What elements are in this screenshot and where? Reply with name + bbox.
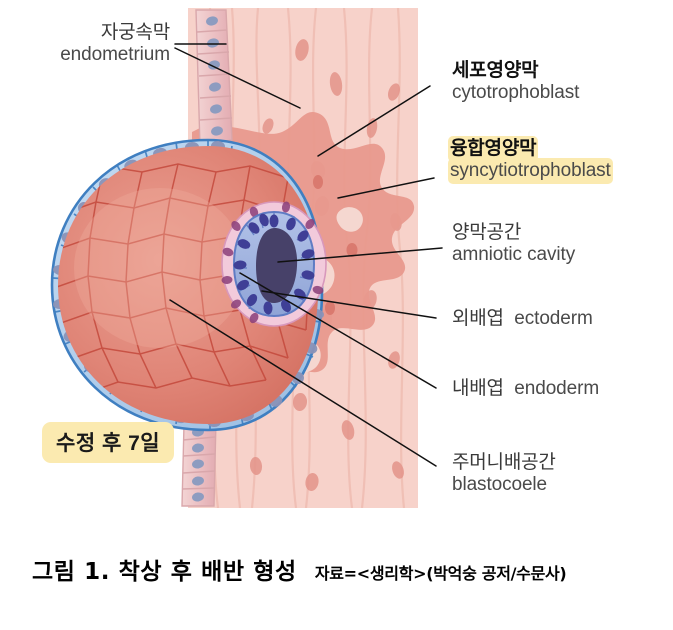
label-endometrium: 자궁속막 endometrium [58,22,170,66]
label-endometrium-ko: 자궁속막 [100,22,170,43]
leader-lines [169,43,443,467]
label-syncytiotrophoblast-ko: 융합영양막 [450,138,537,161]
label-endoderm: 내배엽 endoderm [452,378,599,400]
syncytiotrophoblast-mass [192,111,415,399]
label-cytotrophoblast-ko: 세포영양막 [452,60,539,81]
blastocoele [58,146,318,424]
label-endoderm-en: endoderm [514,378,600,399]
label-blastocoele: 주머니배공간 blastocoele [452,452,556,496]
label-cytotrophoblast: 세포영양막 cytotrophoblast [452,60,579,104]
day-badge: 수정 후 7일 [42,422,175,463]
label-blastocoele-en: blastocoele [452,474,548,496]
caption-title: 그림 1. 착상 후 배반 형성 [32,559,297,585]
caption-source: 자료=<생리학>(박억숭 공저/수문사) [314,564,567,583]
label-ectoderm: 외배엽 ectoderm [452,308,593,330]
label-endometrium-en: endometrium [60,44,170,66]
label-amniotic-cavity-en: amniotic cavity [452,244,576,266]
label-cytotrophoblast-en: cytotrophoblast [452,82,580,104]
endometrium-stroma [188,8,418,508]
embryonic-disc [221,201,327,327]
label-amniotic-cavity: 양막공간 amniotic cavity [452,222,575,266]
label-endoderm-ko: 내배엽 [452,378,504,399]
figure-caption: 그림 1. 착상 후 배반 형성 자료=<생리학>(박억숭 공저/수문사) [32,552,652,586]
label-syncytiotrophoblast: 융합영양막 syncytiotrophoblast [450,138,611,183]
label-amniotic-cavity-ko: 양막공간 [452,222,522,243]
label-blastocoele-ko: 주머니배공간 [452,452,556,473]
endometrial-epithelium-lower [181,419,217,507]
cytotrophoblast-ring [50,138,324,432]
label-syncytiotrophoblast-en: syncytiotrophoblast [450,160,611,183]
endometrial-epithelium-upper [195,9,233,147]
label-ectoderm-en: ectoderm [514,308,593,329]
label-ectoderm-ko: 외배엽 [452,308,504,329]
